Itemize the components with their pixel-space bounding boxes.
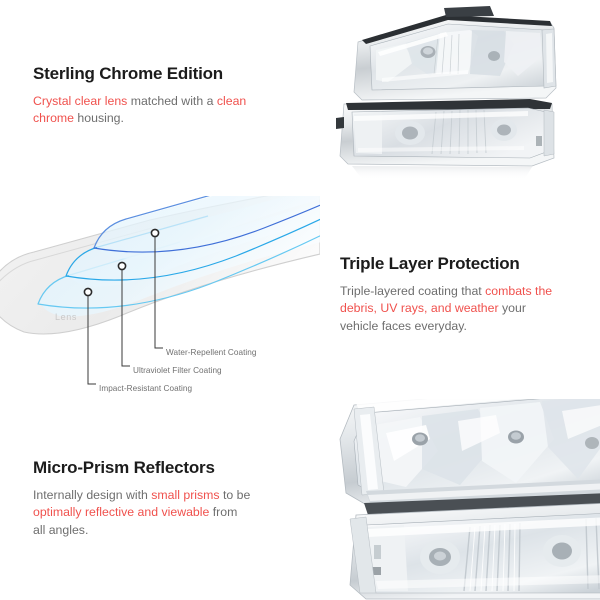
highlighted-text: combats the debris, UV rays, and weather [340, 284, 553, 316]
plain-text: your vehicle faces everyday. [340, 301, 526, 333]
text-block-sterling-chrome-edition: Sterling Chrome Edition Crystal clear le… [33, 64, 248, 128]
diagram-base-label: Lens [55, 312, 77, 322]
panel-heading: Micro-Prism Reflectors [33, 458, 215, 477]
callout-label-water-repellent: Water-Repellent Coating [166, 348, 257, 357]
text-block-micro-prism-reflectors: Micro-Prism Reflectors Internally design… [33, 458, 251, 539]
plain-text: housing. [74, 111, 124, 126]
headlight-assembly-photo [318, 0, 600, 195]
highlighted-text: optimally reflective and viewable [33, 505, 210, 520]
text-block-triple-layer-protection: Triple Layer Protection Triple-layered c… [340, 254, 562, 335]
panel-body: Internally design with small prisms to b… [33, 487, 251, 539]
plain-text: matched with a [127, 94, 217, 108]
highlighted-text: small prisms [151, 488, 220, 502]
panel-sterling-chrome-edition: Sterling Chrome Edition Crystal clear le… [0, 0, 600, 195]
panel-heading: Triple Layer Protection [340, 254, 520, 273]
panel-body: Triple-layered coating that combats the … [340, 283, 562, 335]
plain-text: from all angles. [33, 505, 238, 537]
plain-text: to be [219, 488, 251, 502]
panel-heading: Sterling Chrome Edition [33, 64, 223, 83]
lens-coating-layer-diagram [0, 196, 320, 399]
callout-label-ultraviolet-filter: Ultraviolet Filter Coating [133, 366, 222, 375]
panel-body: Crystal clear lens matched with a clean … [33, 93, 248, 128]
headlight-prism-closeup-photo [310, 399, 600, 600]
callout-label-impact-resistant: Impact-Resistant Coating [99, 384, 193, 393]
plain-text: Triple-layered coating that [340, 284, 486, 298]
highlighted-text: Crystal clear lens [33, 94, 128, 108]
plain-text: Internally design with [33, 488, 152, 502]
highlighted-text: clean chrome [33, 94, 247, 126]
